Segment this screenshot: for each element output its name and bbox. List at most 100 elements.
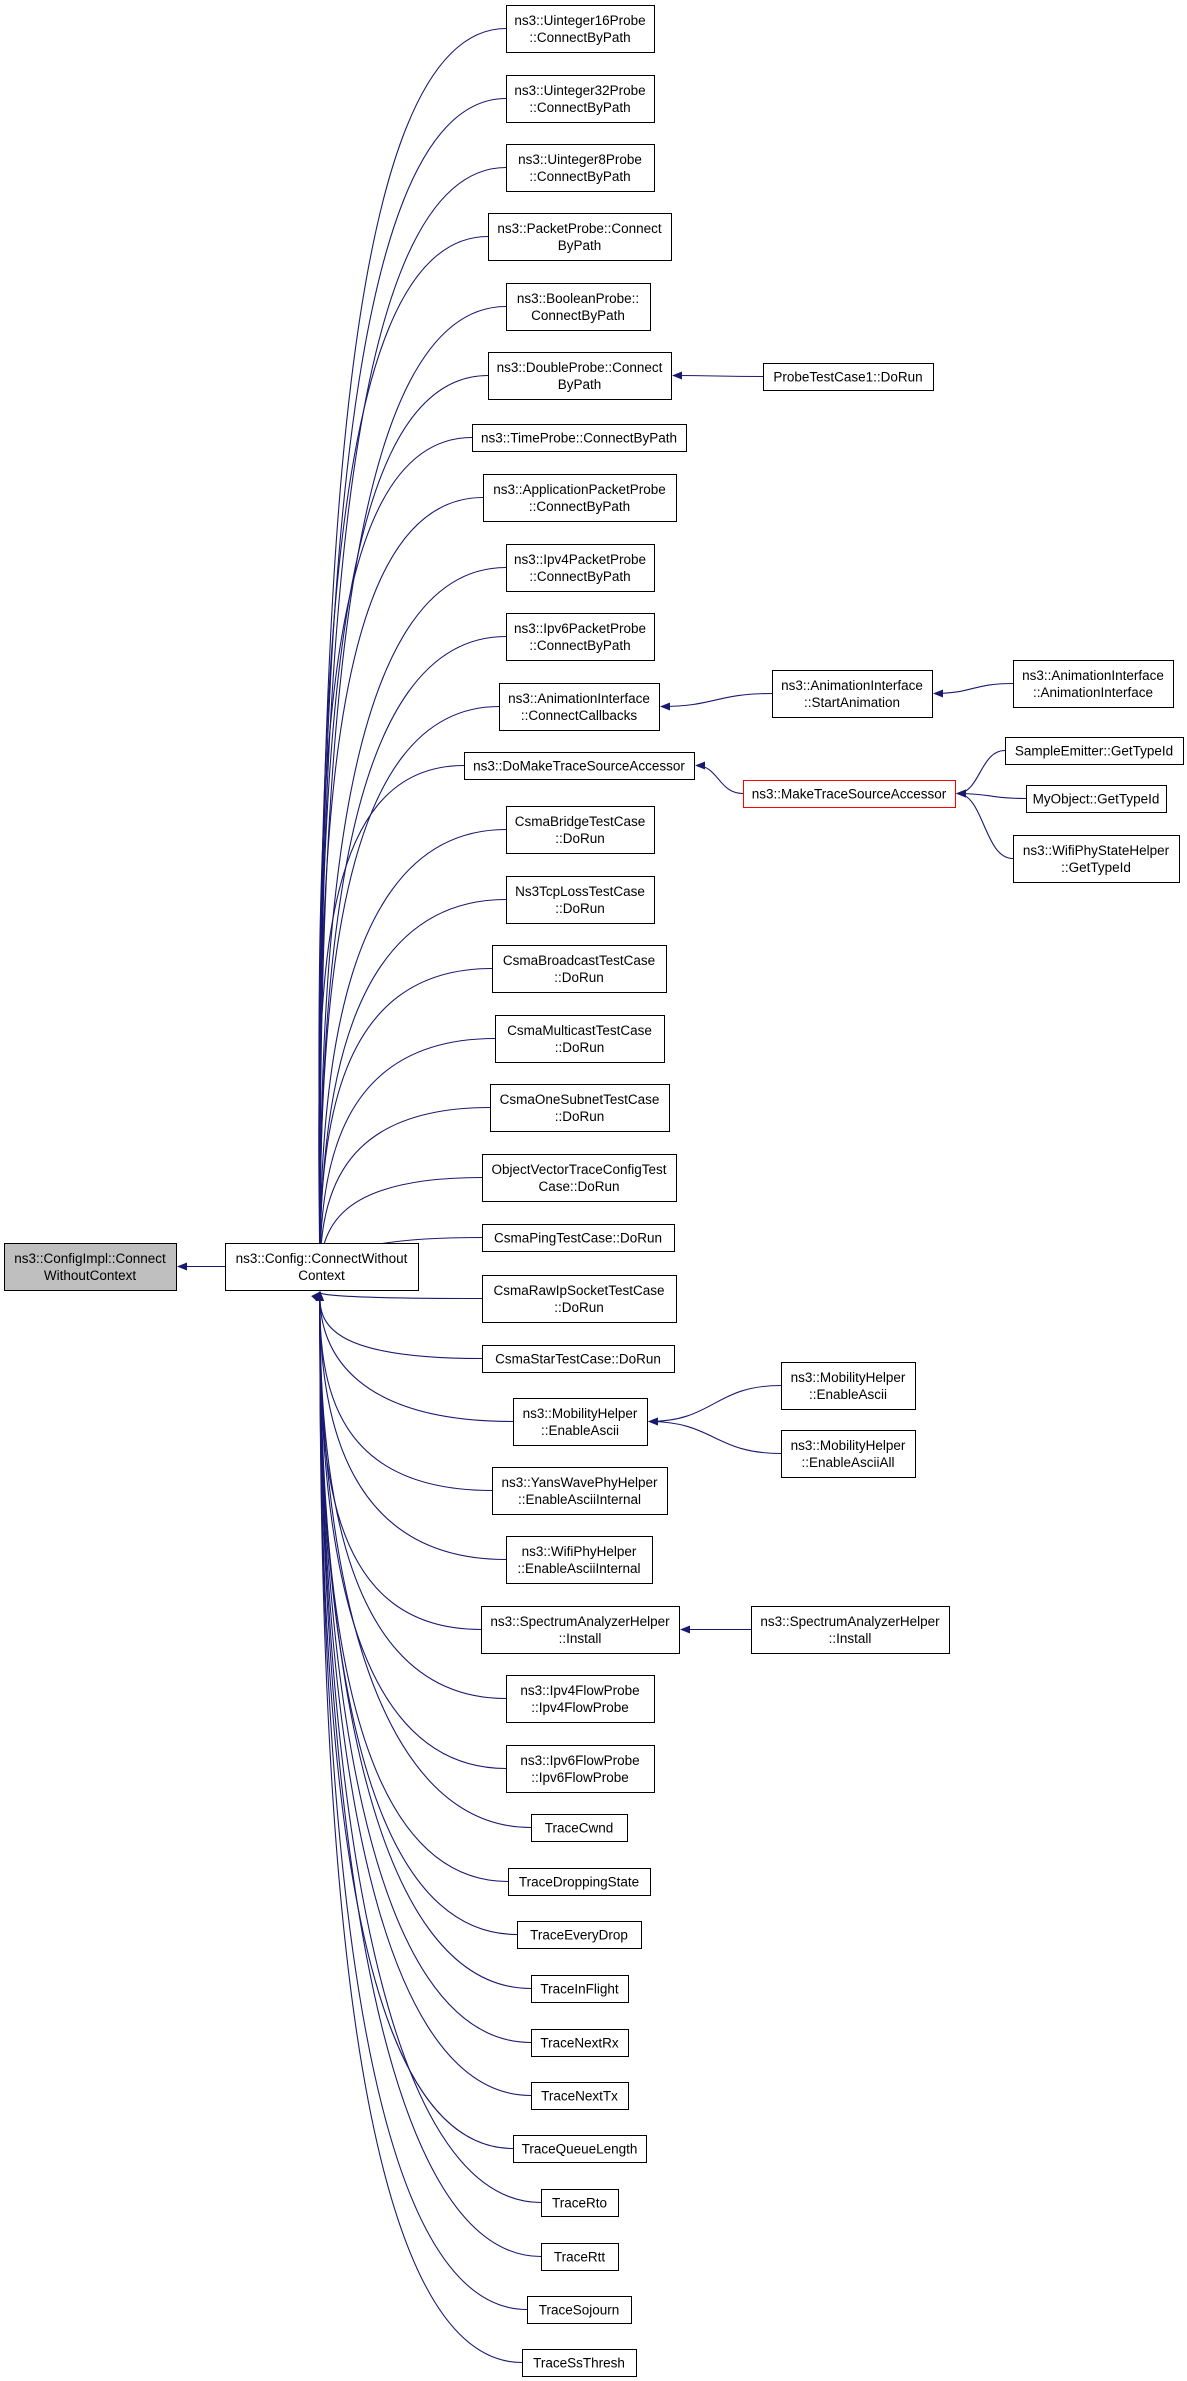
node-label-wifiphy-0: ns3::WifiPhyHelper — [522, 1544, 637, 1559]
node-double[interactable]: ns3::DoubleProbe::ConnectByPath — [488, 352, 672, 400]
node-csmastar[interactable]: CsmaStarTestCase::DoRun — [482, 1345, 675, 1373]
edge-yanswave-to-connect — [315, 1291, 493, 1492]
node-label-double-0: ns3::DoubleProbe::Connect — [497, 360, 663, 375]
node-box-ipv4packet — [506, 544, 655, 592]
node-tracesojourn[interactable]: TraceSojourn — [527, 2296, 632, 2324]
node-box-tracenexttx — [531, 2082, 629, 2110]
node-box-csmaonesubnet — [490, 1084, 670, 1132]
node-label-apppacket-0: ns3::ApplicationPacketProbe — [493, 482, 666, 497]
node-label-connect-1: Context — [298, 1268, 345, 1283]
node-label-apppacket-1: ::ConnectByPath — [529, 499, 630, 514]
node-box-traceeverydrop — [517, 1921, 642, 1949]
node-label-ipv6packet-0: ns3::Ipv6PacketProbe — [514, 621, 646, 636]
node-spectrum2[interactable]: ns3::SpectrumAnalyzerHelper::Install — [751, 1606, 950, 1654]
node-label-ns3tcploss-1: ::DoRun — [555, 901, 605, 916]
node-label-tracedropping-0: TraceDroppingState — [519, 1875, 639, 1890]
node-box-myobject — [1026, 785, 1167, 813]
node-packet[interactable]: ns3::PacketProbe::ConnectByPath — [488, 213, 672, 261]
node-label-packet-0: ns3::PacketProbe::Connect — [497, 221, 662, 236]
node-label-mobility2-0: ns3::MobilityHelper — [791, 1370, 906, 1385]
node-ipv6flow[interactable]: ns3::Ipv6FlowProbe::Ipv6FlowProbe — [506, 1745, 655, 1793]
node-animiface[interactable]: ns3::AnimationInterface::AnimationInterf… — [1013, 660, 1174, 708]
node-ipv4flow[interactable]: ns3::Ipv4FlowProbe::Ipv4FlowProbe — [506, 1675, 655, 1723]
node-tracertt[interactable]: TraceRtt — [541, 2243, 619, 2271]
node-ns3tcploss[interactable]: Ns3TcpLossTestCase::DoRun — [506, 876, 655, 924]
edge-ipv6packet-to-connect — [315, 635, 507, 1289]
node-sampleemitter[interactable]: SampleEmitter::GetTypeId — [1005, 737, 1184, 765]
node-csmaonesubnet[interactable]: CsmaOneSubnetTestCase::DoRun — [490, 1084, 670, 1132]
node-csmarawip[interactable]: CsmaRawIpSocketTestCase::DoRun — [482, 1275, 677, 1323]
node-box-csmarawip — [482, 1275, 677, 1323]
node-label-startanim-1: ::StartAnimation — [804, 695, 900, 710]
node-myobject[interactable]: MyObject::GetTypeId — [1026, 785, 1167, 813]
node-traceinflight[interactable]: TraceInFlight — [531, 1975, 629, 2003]
node-wifiphystate[interactable]: ns3::WifiPhyStateHelper::GetTypeId — [1013, 835, 1180, 883]
node-ipv6packet[interactable]: ns3::Ipv6PacketProbe::ConnectByPath — [506, 613, 655, 661]
node-box-csmamulticast — [495, 1015, 665, 1063]
edge-boolean-to-connect — [315, 305, 507, 1289]
node-spectrum[interactable]: ns3::SpectrumAnalyzerHelper::Install — [481, 1606, 680, 1654]
node-label-u16-0: ns3::Uinteger16Probe — [514, 13, 645, 28]
node-label-wifiphystate-1: ::GetTypeId — [1061, 860, 1131, 875]
node-label-connect-0: ns3::Config::ConnectWithout — [236, 1251, 408, 1266]
node-label-tracessthresh-0: TraceSsThresh — [533, 2356, 625, 2371]
node-label-u8-0: ns3::Uinteger8Probe — [518, 152, 642, 167]
edge-csmamulticast-to-connect — [315, 1037, 496, 1289]
node-mobility[interactable]: ns3::MobilityHelper::EnableAscii — [513, 1398, 648, 1446]
node-u8[interactable]: ns3::Uinteger8Probe::ConnectByPath — [506, 144, 655, 192]
node-box-csmaping — [482, 1224, 675, 1252]
node-csmabroadcast[interactable]: CsmaBroadcastTestCase::DoRun — [492, 945, 667, 993]
node-csmamulticast[interactable]: CsmaMulticastTestCase::DoRun — [495, 1015, 665, 1063]
edge-mobility2-to-mobility — [648, 1384, 782, 1426]
node-box-csmastar — [482, 1345, 675, 1373]
node-label-traceeverydrop-0: TraceEveryDrop — [530, 1928, 628, 1943]
node-box-tracessthresh — [522, 2349, 637, 2377]
node-ipv4packet[interactable]: ns3::Ipv4PacketProbe::ConnectByPath — [506, 544, 655, 592]
node-u32[interactable]: ns3::Uinteger32Probe::ConnectByPath — [506, 75, 655, 123]
node-box-ipv6flow — [506, 1745, 655, 1793]
node-domake[interactable]: ns3::DoMakeTraceSourceAccessor — [464, 752, 695, 780]
node-connectcb[interactable]: ns3::AnimationInterface::ConnectCallback… — [499, 683, 660, 731]
node-mobilityall[interactable]: ns3::MobilityHelper::EnableAsciiAll — [781, 1430, 916, 1478]
node-csmaping[interactable]: CsmaPingTestCase::DoRun — [482, 1224, 675, 1252]
node-apppacket[interactable]: ns3::ApplicationPacketProbe::ConnectByPa… — [483, 474, 677, 522]
node-tracerto[interactable]: TraceRto — [541, 2189, 619, 2217]
node-box-spectrum2 — [751, 1606, 950, 1654]
edge-startanim-to-connectcb — [660, 692, 773, 711]
node-maketrace[interactable]: ns3::MakeTraceSourceAccessor — [743, 780, 956, 808]
node-tracenexttx[interactable]: TraceNextTx — [531, 2082, 629, 2110]
node-label-ipv6packet-1: ::ConnectByPath — [529, 638, 630, 653]
node-label-connectcb-0: ns3::AnimationInterface — [508, 691, 650, 706]
node-label-csmastar-0: CsmaStarTestCase::DoRun — [495, 1352, 661, 1367]
node-tracenextrx[interactable]: TraceNextRx — [531, 2029, 629, 2057]
node-label-objectvector-0: ObjectVectorTraceConfigTest — [491, 1162, 666, 1177]
node-tracessthresh[interactable]: TraceSsThresh — [522, 2349, 637, 2377]
node-tracecwnd[interactable]: TraceCwnd — [531, 1814, 628, 1842]
node-time[interactable]: ns3::TimeProbe::ConnectByPath — [472, 424, 687, 452]
node-tracedropping[interactable]: TraceDroppingState — [508, 1868, 651, 1896]
node-box-csmabroadcast — [492, 945, 667, 993]
node-label-objectvector-1: Case::DoRun — [538, 1179, 619, 1194]
node-csmabridge[interactable]: CsmaBridgeTestCase::DoRun — [506, 806, 655, 854]
node-startanim[interactable]: ns3::AnimationInterface::StartAnimation — [772, 670, 933, 718]
node-box-connectcb — [499, 683, 660, 731]
node-yanswave[interactable]: ns3::YansWavePhyHelper::EnableAsciiInter… — [492, 1467, 668, 1515]
node-label-tracerto-0: TraceRto — [552, 2196, 607, 2211]
edge-csmabridge-to-connect — [315, 828, 507, 1289]
edge-wifiphystate-to-maketrace — [956, 789, 1014, 860]
node-wifiphy[interactable]: ns3::WifiPhyHelper::EnableAsciiInternal — [506, 1536, 653, 1584]
node-tracequeue[interactable]: TraceQueueLength — [513, 2135, 647, 2163]
node-box-tracenextrx — [531, 2029, 629, 2057]
node-mobility2[interactable]: ns3::MobilityHelper::EnableAscii — [781, 1362, 916, 1410]
node-probetest[interactable]: ProbeTestCase1::DoRun — [763, 363, 934, 391]
edge-animiface-to-startanim — [933, 682, 1014, 698]
node-traceeverydrop[interactable]: TraceEveryDrop — [517, 1921, 642, 1949]
edges-layer — [177, 27, 1027, 2364]
node-u16[interactable]: ns3::Uinteger16Probe::ConnectByPath — [506, 5, 655, 53]
edge-mobilityall-to-mobility — [648, 1417, 782, 1455]
node-boolean[interactable]: ns3::BooleanProbe::ConnectByPath — [506, 283, 651, 331]
